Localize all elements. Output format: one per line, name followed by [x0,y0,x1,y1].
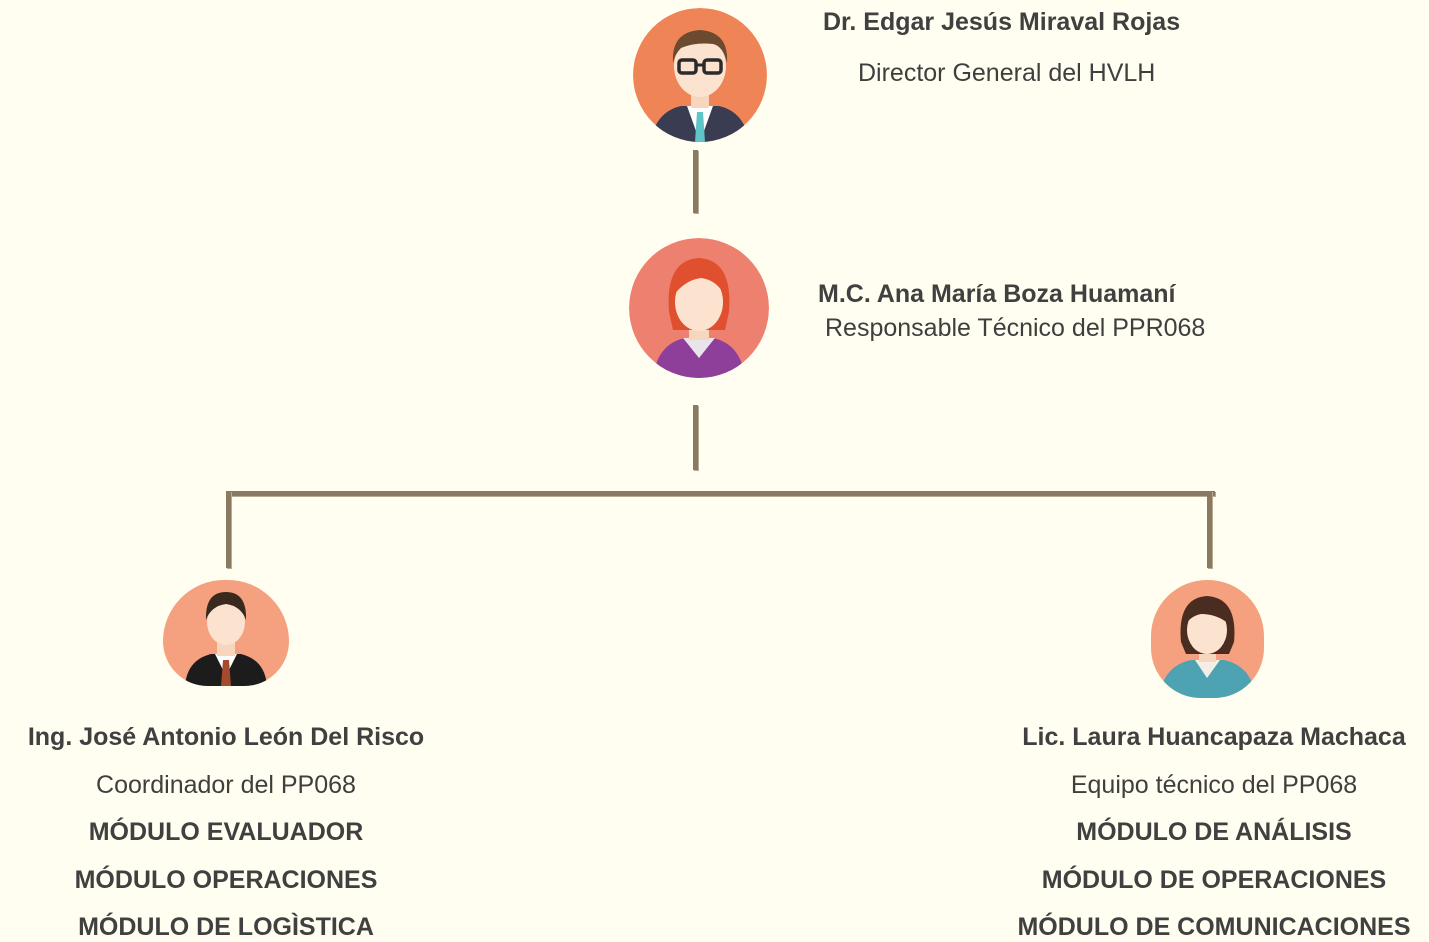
coordinator-role: Coordinador del PP068 [96,771,356,799]
connector-responsible-to-branch [693,405,698,470]
responsible-name: M.C. Ana María Boza Huamaní [818,280,1176,308]
technical-team-module-item: MÓDULO DE ANÁLISIS [1076,818,1352,846]
technical-team-module-item: MÓDULO DE OPERACIONES [1041,866,1387,894]
coordinator-module-item: MÓDULO EVALUADOR [88,818,364,846]
woman-dark-hair-avatar-icon [1151,580,1264,698]
director-name: Dr. Edgar Jesús Miraval Rojas [823,8,1181,36]
coordinator-module-item: MÓDULO DE LOGÌSTICA [78,913,374,941]
man-with-glasses-avatar-icon [633,8,767,142]
man-in-suit-avatar-icon [163,580,289,686]
coordinator-module-item: MÓDULO OPERACIONES [74,866,378,894]
coordinator-name: Ing. José Antonio León Del Risco [27,723,425,751]
woman-red-hair-avatar-icon [629,238,769,378]
technical-team-module-item: MÓDULO DE COMUNICACIONES [1017,913,1411,941]
connector-horizontal-branch [226,491,1215,496]
director-role: Director General del HVLH [858,59,1156,87]
technical-team-name: Lic. Laura Huancapaza Machaca [1022,723,1406,751]
responsible-role: Responsable Técnico del PPR068 [825,314,1206,342]
connector-director-to-responsible [693,150,698,213]
connector-branch-to-coordinator [226,491,231,568]
connector-branch-to-technical-team [1207,491,1212,568]
technical-team-role: Equipo técnico del PP068 [1070,771,1358,799]
